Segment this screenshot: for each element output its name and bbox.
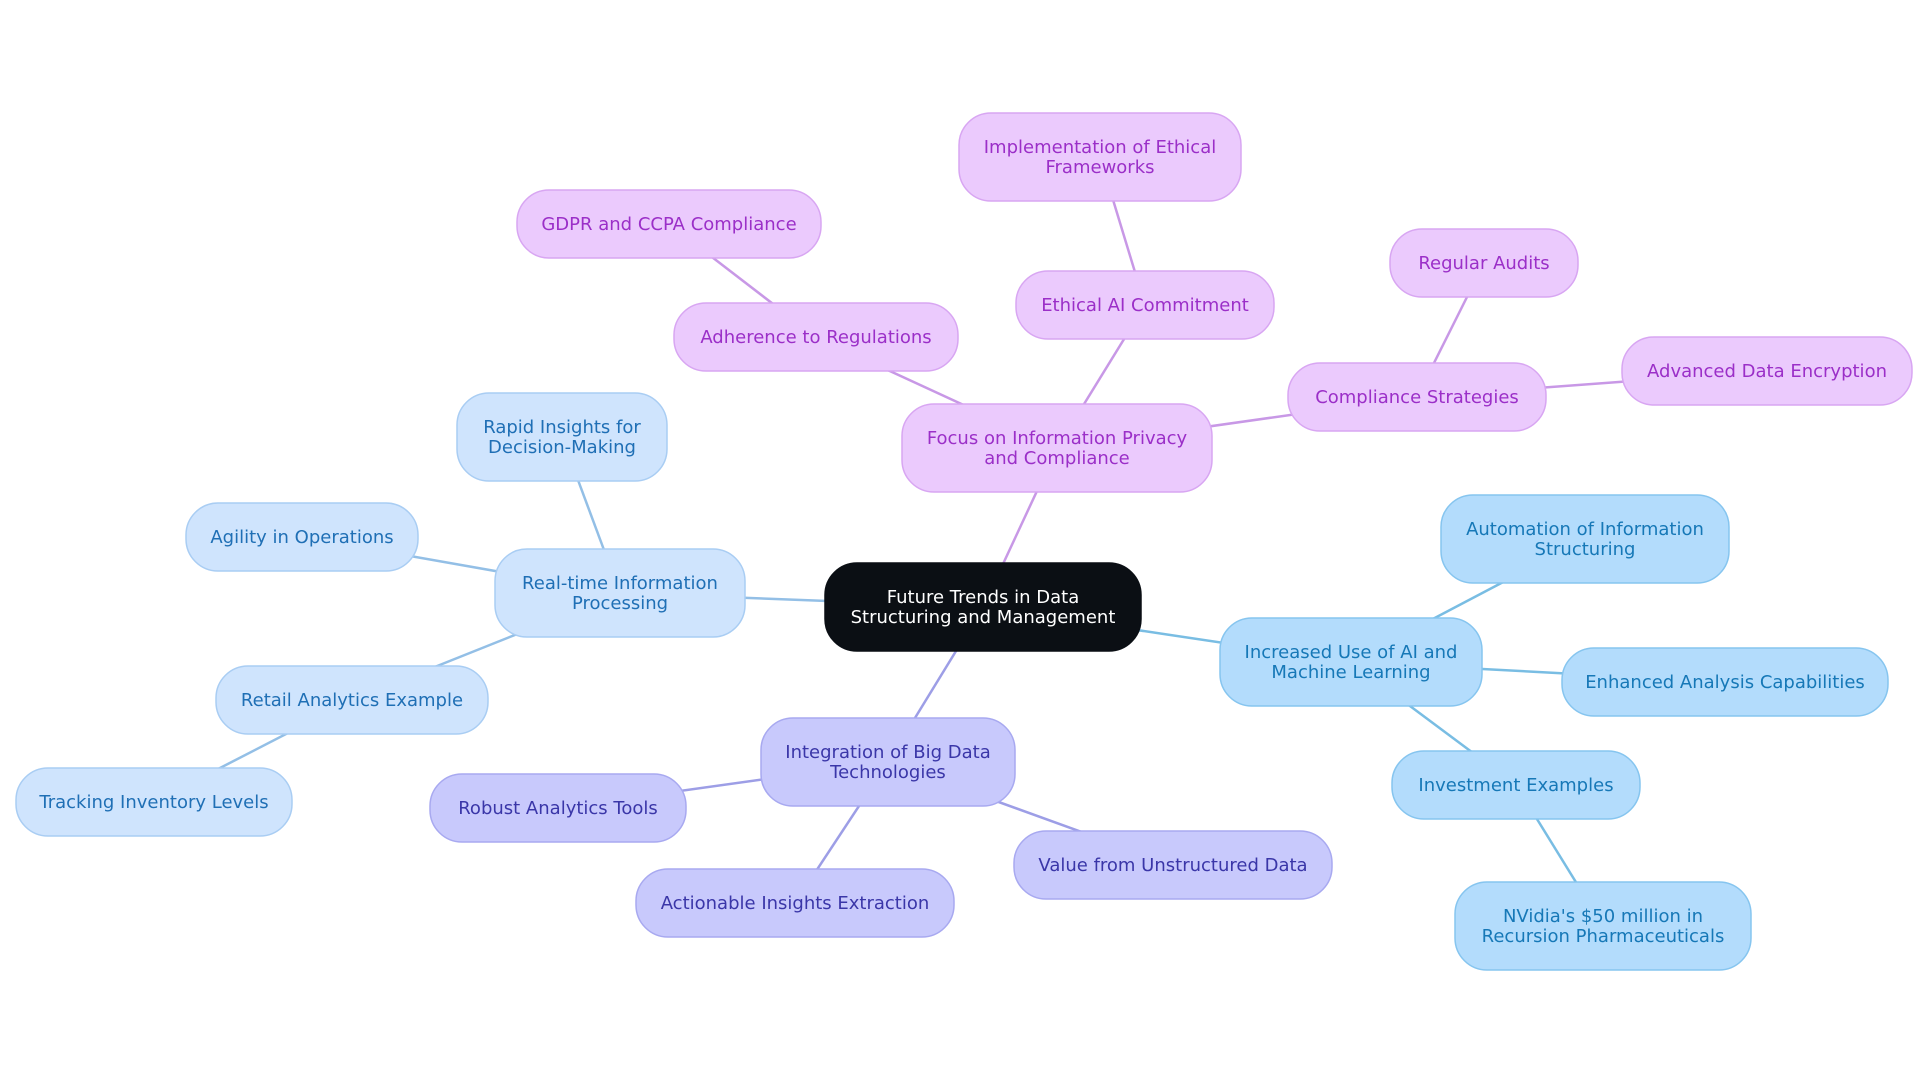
node-agility: Agility in Operations <box>185 502 419 572</box>
node-data-encryption: Advanced Data Encryption <box>1621 336 1913 406</box>
node-label: Focus on Information Privacy <box>927 428 1188 449</box>
node-label: Real-time Information <box>522 573 718 594</box>
node-label: Investment Examples <box>1418 775 1613 796</box>
node-enhanced-analysis: Enhanced Analysis Capabilities <box>1561 647 1889 717</box>
node-box <box>1013 830 1333 900</box>
node-label: Integration of Big Data <box>785 742 990 763</box>
node-label: Regular Audits <box>1418 253 1549 274</box>
node-box <box>1389 228 1579 298</box>
node-box <box>456 392 668 482</box>
node-label: Recursion Pharmaceuticals <box>1482 926 1725 947</box>
node-box <box>516 189 822 259</box>
node-robust-analytics: Robust Analytics Tools <box>429 773 687 843</box>
node-box <box>1219 617 1483 707</box>
node-label: Structuring <box>1535 539 1636 560</box>
node-unstructured-data: Value from Unstructured Data <box>1013 830 1333 900</box>
node-box <box>673 302 959 372</box>
node-box <box>1391 750 1641 820</box>
node-label: Machine Learning <box>1271 662 1430 683</box>
node-box <box>185 502 419 572</box>
node-label: Decision-Making <box>488 437 636 458</box>
node-label: Compliance Strategies <box>1315 387 1519 408</box>
node-box <box>901 403 1213 493</box>
node-label: NVidia's $50 million in <box>1503 906 1703 927</box>
node-label: Advanced Data Encryption <box>1647 361 1887 382</box>
node-label: Value from Unstructured Data <box>1038 855 1307 876</box>
node-label: and Compliance <box>984 448 1130 469</box>
node-box <box>215 665 489 735</box>
node-label: Retail Analytics Example <box>241 690 463 711</box>
node-label: Automation of Information <box>1466 519 1704 540</box>
node-label: Technologies <box>829 762 946 783</box>
node-label: Robust Analytics Tools <box>458 798 658 819</box>
node-label: Rapid Insights for <box>483 417 641 438</box>
node-box <box>494 548 746 638</box>
node-label: GDPR and CCPA Compliance <box>541 214 796 235</box>
node-label: Increased Use of AI and <box>1245 642 1458 663</box>
node-label: Agility in Operations <box>210 527 393 548</box>
node-label: Tracking Inventory Levels <box>38 792 268 813</box>
node-box <box>958 112 1242 202</box>
node-retail-analytics: Retail Analytics Example <box>215 665 489 735</box>
node-label: Implementation of Ethical <box>984 137 1217 158</box>
node-regulations: Adherence to Regulations <box>673 302 959 372</box>
node-box <box>1440 494 1730 584</box>
root-node-box <box>824 562 1142 652</box>
node-actionable-insights: Actionable Insights Extraction <box>635 868 955 938</box>
node-gdpr: GDPR and CCPA Compliance <box>516 189 822 259</box>
node-box <box>1621 336 1913 406</box>
node-box <box>1454 881 1752 971</box>
node-label: Enhanced Analysis Capabilities <box>1585 672 1865 693</box>
node-label: Future Trends in Data <box>887 587 1080 608</box>
node-label: Ethical AI Commitment <box>1041 295 1249 316</box>
node-box <box>635 868 955 938</box>
node-regular-audits: Regular Audits <box>1389 228 1579 298</box>
node-box <box>1015 270 1275 340</box>
node-box <box>1287 362 1547 432</box>
node-box <box>1561 647 1889 717</box>
node-label: Frameworks <box>1045 157 1154 178</box>
node-ethical-ai: Ethical AI Commitment <box>1015 270 1275 340</box>
node-label: Actionable Insights Extraction <box>661 893 930 914</box>
node-investment-examples: Investment Examples <box>1391 750 1641 820</box>
node-label: Structuring and Management <box>851 607 1116 628</box>
node-box <box>15 767 293 837</box>
node-box <box>760 717 1016 807</box>
node-label: Adherence to Regulations <box>700 327 931 348</box>
node-label: Processing <box>572 593 668 614</box>
node-tracking-inventory: Tracking Inventory Levels <box>15 767 293 837</box>
node-box <box>429 773 687 843</box>
node-compliance-strategies: Compliance Strategies <box>1287 362 1547 432</box>
